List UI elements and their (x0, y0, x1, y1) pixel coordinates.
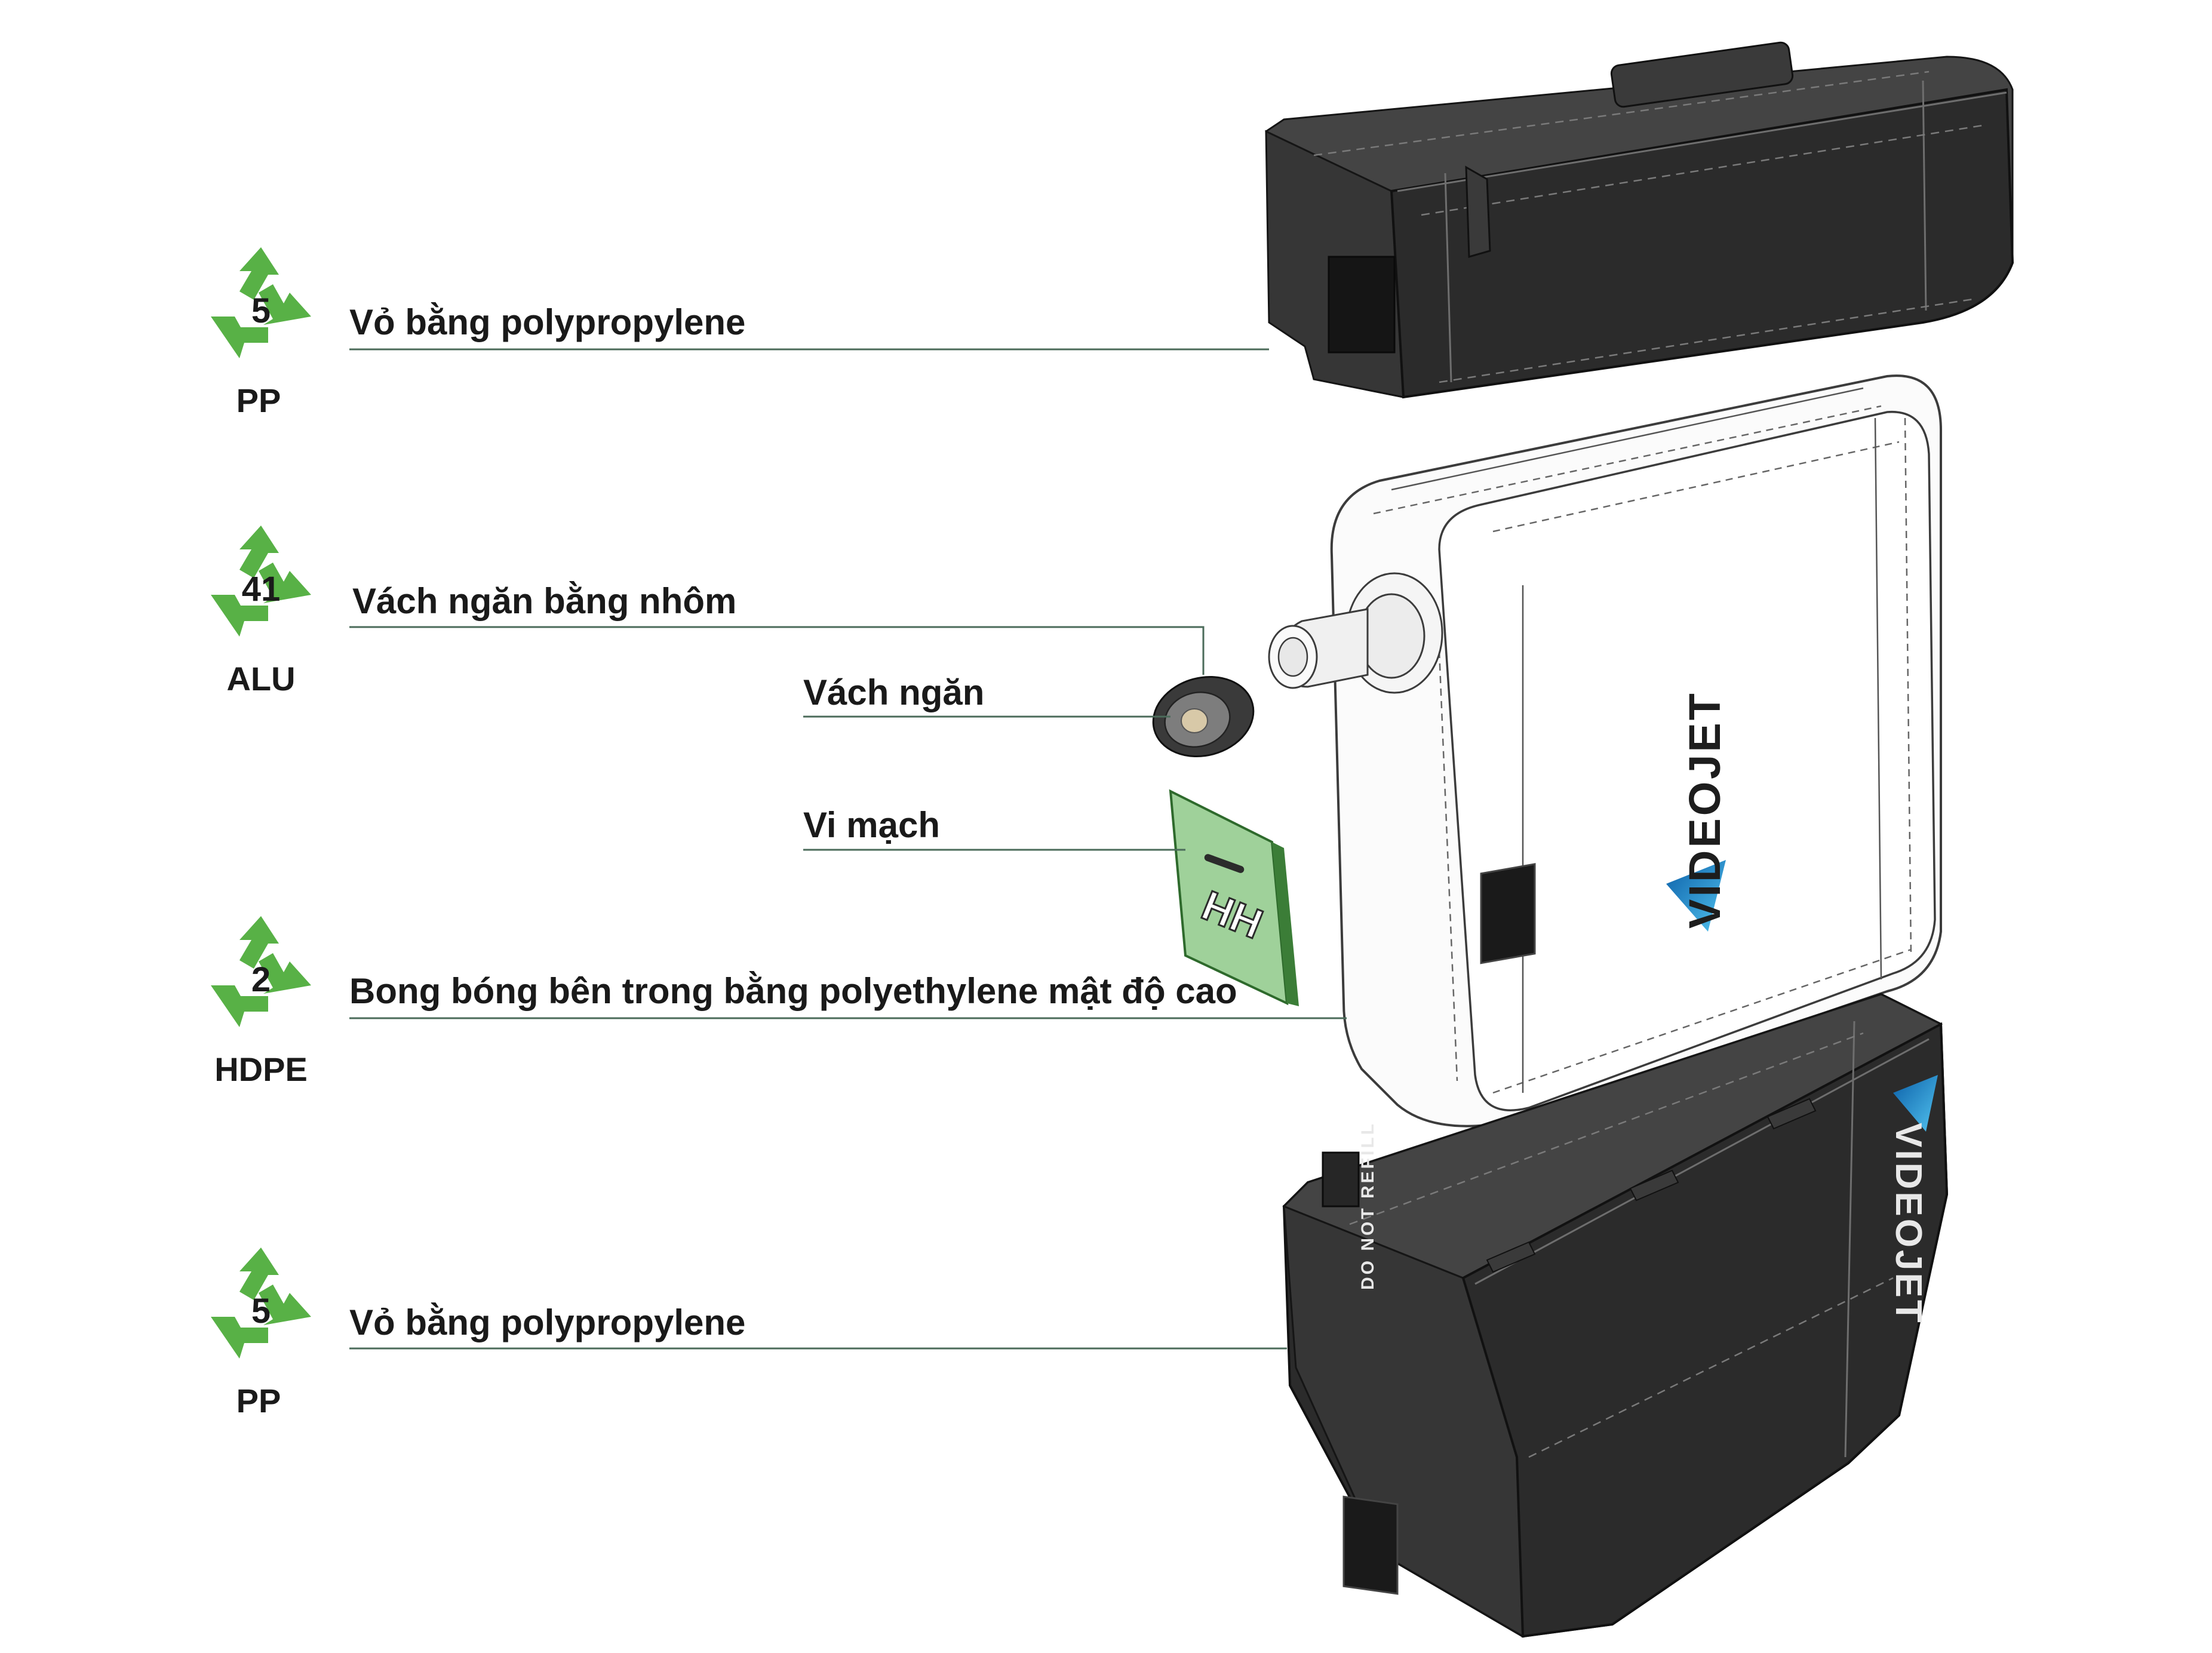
top-shell-cover (1265, 41, 2014, 399)
label-lower-shell: Vỏ bằng polypropylene (349, 1302, 745, 1342)
resin-code: 5 (251, 291, 271, 330)
recycle-icon-hdpe: 2 HDPE (211, 916, 311, 1088)
label-top-shell: Vỏ bằng polypropylene (349, 302, 745, 342)
label-aluminium-septum: Vách ngăn bằng nhôm (352, 581, 736, 621)
label-inner-bag: Bong bóng bên trong bằng polyethylene mậ… (349, 971, 1237, 1011)
label-chip: Vi mạch (803, 805, 940, 845)
recycle-icon-pp-top: 5 PP (211, 247, 311, 419)
bag-brand-text: VIDEOJET (1680, 691, 1729, 929)
microchip: HH (1169, 789, 1299, 1006)
resin-code: 41 (242, 570, 281, 609)
septum-ring (1152, 675, 1255, 758)
resin-abbreviation: PP (236, 382, 281, 419)
shell-brand-text: VIDEOJET (1888, 1123, 1929, 1325)
label-septum: Vách ngăn (803, 672, 984, 712)
leader-lines (349, 348, 1347, 1350)
videojet-logo-icon (1666, 860, 1726, 932)
videojet-shell-logo-icon (1893, 1075, 1938, 1132)
resin-abbreviation: PP (236, 1382, 281, 1420)
recycle-icon-alu: 41 ALU (211, 526, 311, 698)
lower-shell-warning-text: DO NOT REFILL (1358, 1122, 1378, 1290)
resin-code: 5 (251, 1292, 271, 1331)
resin-abbreviation: HDPE (214, 1050, 308, 1088)
lower-shell-body: DO NOT REFILL VIDEOJET (1282, 863, 1949, 1638)
leader-line-septum-aluminium (349, 626, 1205, 675)
recycle-icon-pp-bottom: 5 PP (211, 1248, 311, 1420)
resin-abbreviation: ALU (226, 660, 295, 698)
inner-bag: VIDEOJET (1268, 374, 1942, 1127)
resin-code: 2 (251, 960, 271, 999)
